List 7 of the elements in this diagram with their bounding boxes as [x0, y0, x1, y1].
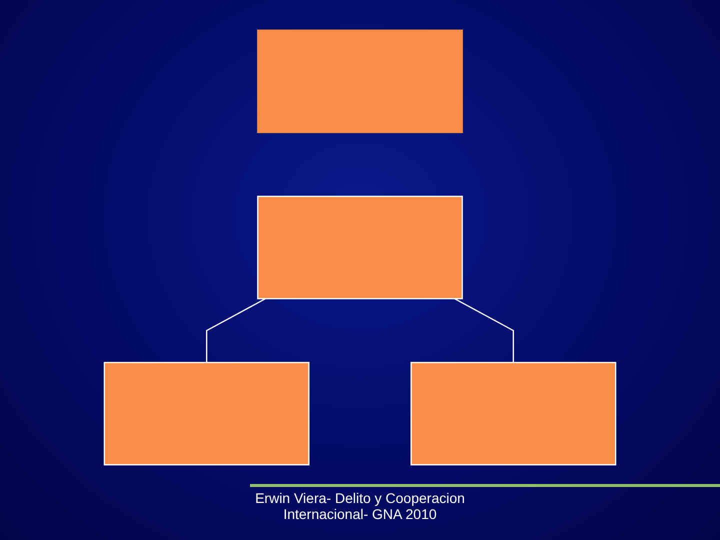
process-box — [410, 362, 616, 466]
connector-line — [454, 298, 514, 363]
process-box — [257, 196, 463, 300]
process-box — [104, 362, 310, 466]
connector-line — [206, 298, 266, 363]
footer-text: Erwin Viera- Delito y Cooperacion Internacional- GNA 2010 — [254, 490, 466, 522]
process-box — [257, 30, 463, 134]
